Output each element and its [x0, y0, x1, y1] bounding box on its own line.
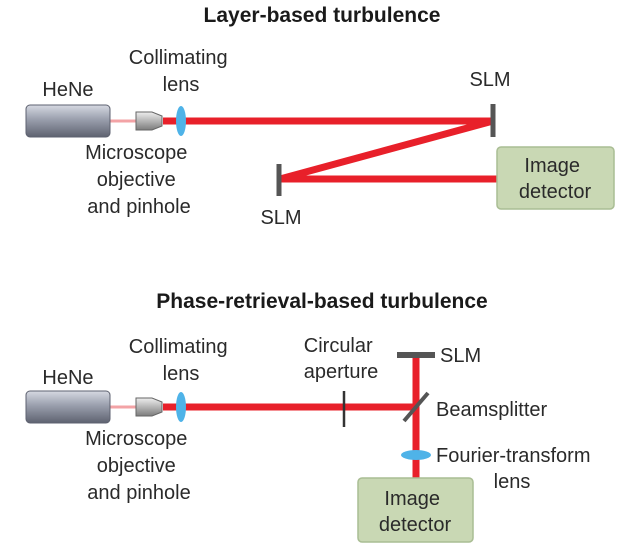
panel-title: Phase-retrieval-based turbulence [156, 290, 487, 313]
image-detector-label: Image detector [519, 155, 592, 203]
fourier-transform-lens-label: Fourier-transform lens [436, 445, 596, 493]
fourier-transform-lens [401, 450, 431, 460]
layer-based-panel: Layer-based turbulence HeNe Collimating … [25, 4, 615, 229]
collimating-lens [176, 106, 186, 136]
microscope-objective [135, 397, 163, 417]
image-detector-label: Image detector [379, 488, 452, 536]
slm-label: SLM [440, 345, 481, 367]
panel-title: Layer-based turbulence [204, 4, 441, 27]
slm-mirror [397, 352, 435, 358]
circular-aperture-label: Circular aperture [304, 335, 379, 383]
hene-label: HeNe [42, 367, 93, 389]
collimating-lens-label: Collimating lens [129, 336, 234, 385]
slm-right-label: SLM [469, 69, 510, 91]
collimating-lens [176, 392, 186, 422]
image-detector [496, 146, 615, 210]
slm-left-label: SLM [260, 207, 301, 229]
hene-laser [25, 390, 111, 424]
beamsplitter-label: Beamsplitter [436, 399, 547, 421]
collimating-lens-label: Collimating lens [129, 47, 234, 96]
image-detector [357, 477, 474, 543]
objective-label: Microscope objective and pinhole [85, 142, 193, 218]
hene-laser [25, 104, 111, 138]
beamsplitter [402, 391, 430, 423]
microscope-objective [135, 111, 163, 131]
objective-label: Microscope objective and pinhole [85, 428, 193, 504]
beam-diagonal [279, 117, 494, 183]
hene-label: HeNe [42, 79, 93, 101]
phase-retrieval-panel: Phase-retrieval-based turbulence HeNe Co… [25, 290, 596, 543]
